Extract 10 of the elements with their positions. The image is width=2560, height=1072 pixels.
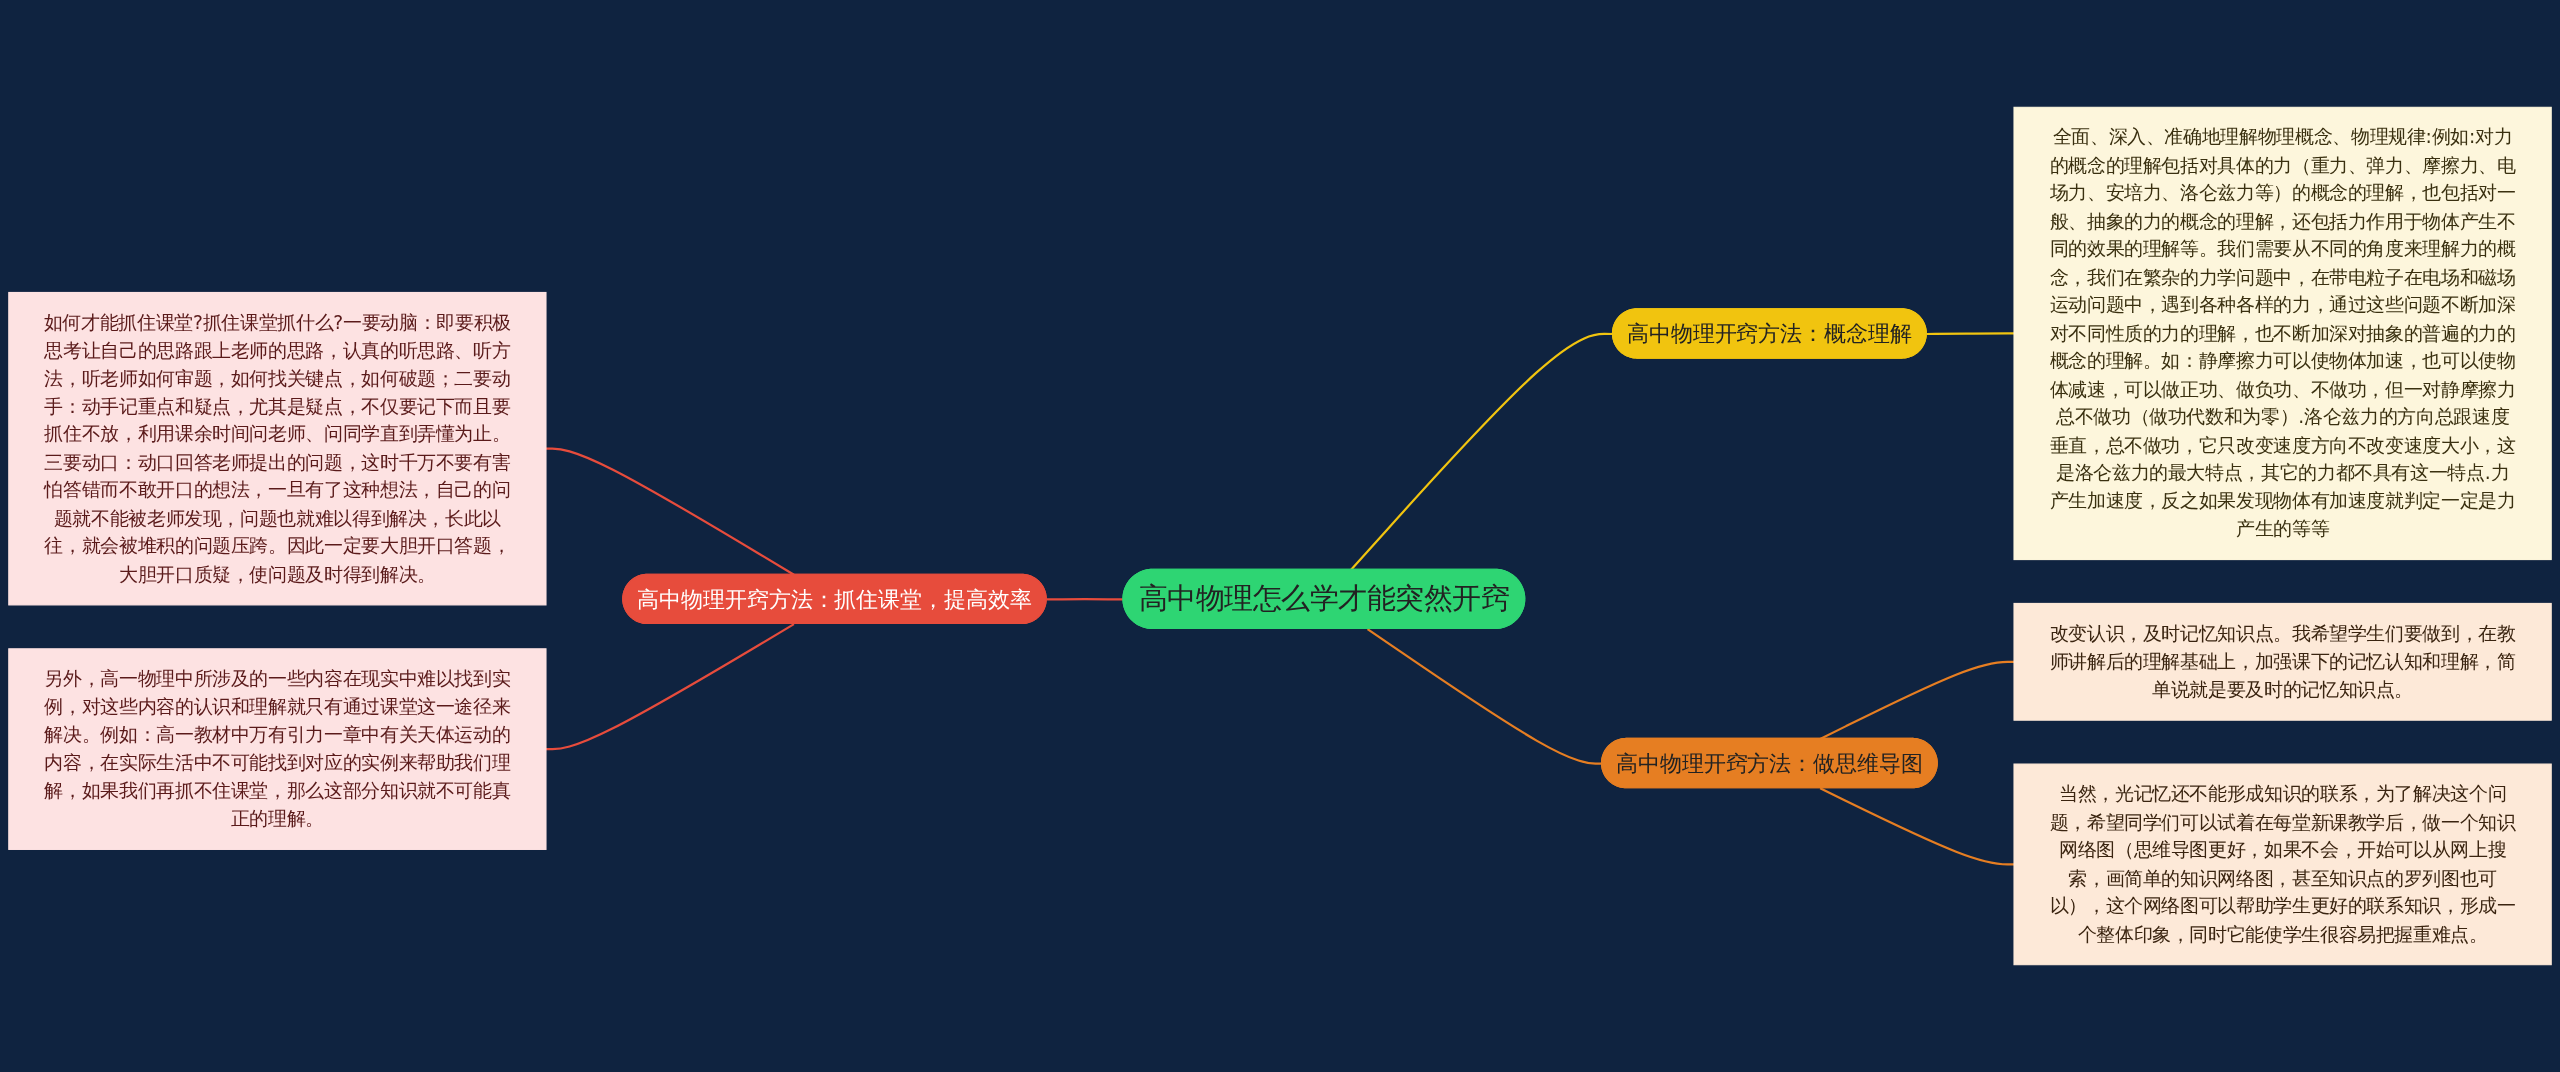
node-box: 当然，光记忆还不能形成知识的联系，为了解决这个问题，希望同学们可以试着在每堂新课教学后，做一个知识网络图（思维导图更好，如果不会，开始可以从网上搜索，画简单的知识网络图，甚至知识点的罗列图也可以），这个网络图可以帮助学生更好的联系知识，形成一个整体印象，同时它能使学生很容易把握重难点。 <box>2013 763 2552 966</box>
node-box: 全面、深入、准确地理解物理概念、物理规律:例如:对力的概念的理解包括对具体的力（重力、弹力、摩擦力、电场力、安培力、洛仑兹力等）的概念的理解，也包括对一般、抽象的力的概念的理解，还包括力作用于物体产生不同的效果的理解等。我们需要从不同的角度来理解力的概念，我们在繁杂的力学问题中，在带电粒子在电场和磁场运动问题中，遇到各种各样的力，通过这些问题不断加深对不同性质的力的理解，也不断加深对抽象的普遍的力的概念的理解。如：静摩擦力可以使物体加速，也可以使物体减速，可以做正功、做负功、不做功，但一对静摩擦力总不做功（做功代数和为零）.洛仑兹力的方向总跟速度垂直，总不做功，它只改变速度方向不改变速度大小，这是洛仑兹力的最大特点，其它的力都不具有这一特点.力产生加速度，反之如果发现物体有加速度就判定一定是力产生的等等 <box>2013 106 2552 561</box>
connector <box>546 623 795 751</box>
connector <box>546 447 795 576</box>
node-box: 改变认识，及时记忆知识点。我希望学生们要做到，在教师讲解后的理解基础上，加强课下的记忆认知和理解，简单说就是要及时的记忆知识点。 <box>2013 602 2552 721</box>
node-box: 如何才能抓住课堂?抓住课堂抓什么?一要动脑：即要积极思考让自己的思路跟上老师的思路，认真的听思路、听方法，听老师如何审题，如何找关键点，如何破题；二要动手：动手记重点和疑点，尤其是疑点，不仅要记下而且要抓住不放，利用课余时间问老师、问同学直到弄懂为止。三要动口：动口回答老师提出的问题，这时千万不要有害怕答错而不敢开口的想法，一旦有了这种想法，自己的问题就不能被老师发现，问题也就难以得到解决，长此以往，就会被堆积的问题压跨。因此一定要大胆开口答题，大胆开口质疑，使问题及时得到解决。 <box>8 291 547 606</box>
connector <box>1926 332 2014 336</box>
node-box: 另外，高一物理中所涉及的一些内容在现实中难以找到实例，对这些内容的认识和理解就只有通过课堂这一途径来解决。例如：高一教材中万有引力一章中有关天体运动的内容，在实际生活中不可能找到对应的实例来帮助我们理解，如果我们再抓不住课堂，那么这部分知识就不可能真正的理解。 <box>8 648 547 850</box>
connector <box>1819 660 2014 740</box>
connector <box>1819 787 2014 866</box>
